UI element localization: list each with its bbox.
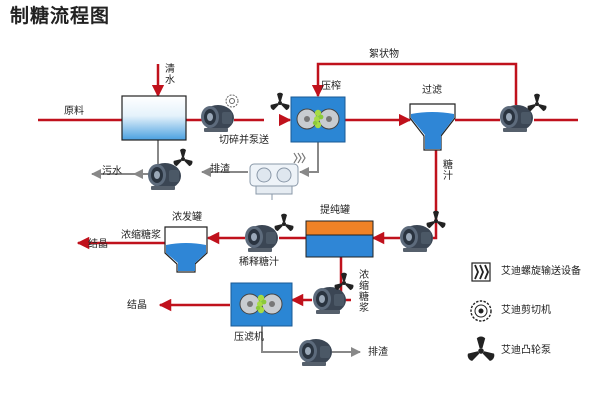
- sugar-juice-line: [433, 150, 438, 240]
- lobe-icon-2: [526, 93, 548, 112]
- slag-label-1: 排渣: [210, 164, 230, 175]
- pump-5: [245, 225, 278, 252]
- legend-screw-label: 艾迪螺旋输送设备: [501, 266, 581, 277]
- thin-juice-label: 稀释糖汁: [239, 257, 279, 268]
- shear-cutter-icon: [470, 300, 492, 322]
- pump-6: [313, 287, 346, 314]
- screw-conveyor-icon: [471, 262, 491, 282]
- rotary-lobe-pump-icon: [466, 336, 496, 362]
- filter-press-label: 压滤机: [234, 332, 264, 343]
- cutter-icon-small: [225, 94, 239, 108]
- conc-syrup-label-2: 浓缩糖浆: [359, 270, 369, 314]
- conc-syrup-label-1: 浓缩糖浆: [121, 230, 161, 241]
- pump-4: [400, 225, 433, 252]
- filter-hopper: [409, 103, 456, 151]
- lobe-icon-5: [333, 272, 355, 291]
- lobe-icon-6: [273, 213, 295, 232]
- slag-label-2: 排渣: [368, 347, 388, 358]
- screw-conveyor-machine: [249, 163, 299, 200]
- crystal-label-1: 结晶: [88, 239, 108, 250]
- legend-pump-label: 艾迪凸轮泵: [501, 345, 551, 356]
- filter-press-machine: [230, 282, 293, 327]
- fiber-label: 絮状物: [369, 49, 399, 60]
- waste-water-label: 污水: [102, 166, 122, 177]
- screw-icon-small: [293, 152, 306, 164]
- crush-pump-label: 切碎并泵送: [219, 135, 269, 146]
- crystal-label-2: 结晶: [127, 300, 147, 311]
- fiber-return-line: [311, 62, 518, 105]
- pump-3: [148, 163, 181, 190]
- pump-7: [299, 339, 332, 366]
- filter-label: 过滤: [422, 85, 442, 96]
- purify-tank-label: 提纯罐: [320, 205, 350, 216]
- raw-material-label: 原料: [64, 106, 84, 117]
- clean-water-label: 清水: [165, 64, 175, 86]
- press-machine: [290, 96, 346, 143]
- legend-cutter-label: 艾迪剪切机: [501, 305, 551, 316]
- purification-tank: [305, 220, 374, 258]
- washing-tank: [121, 95, 187, 141]
- lobe-icon-1: [269, 92, 291, 111]
- pump-1: [201, 105, 234, 132]
- sugar-juice-label: 糖汁: [443, 160, 453, 182]
- diagram-title: 制糖流程图: [10, 5, 111, 27]
- press-label: 压榨: [321, 81, 341, 92]
- evaporator-label: 浓发罐: [172, 212, 202, 223]
- evaporator-tank: [164, 226, 208, 273]
- lobe-icon-3: [172, 148, 194, 167]
